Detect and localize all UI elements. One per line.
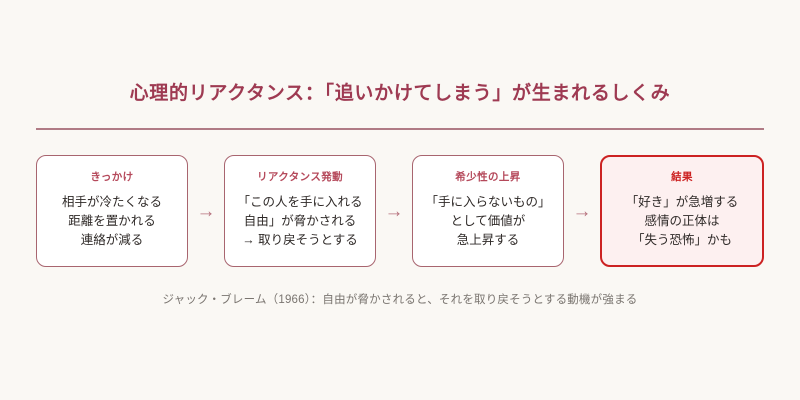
flow-step-line: 「手に入らないもの」 [425, 194, 551, 209]
flow-step-header: リアクタンス発動 [256, 171, 344, 184]
page-title: 心理的リアクタンス：「追いかけてしまう」が生まれるしくみ [129, 83, 671, 104]
arrow-right-icon: → [572, 200, 592, 222]
flow-step-line: 相手が冷たくなる [61, 194, 162, 209]
flow-step-line: 自由」が脅かされる [243, 214, 357, 229]
footnote: ジャック・ブレーム（1966）：自由が脅かされると、それを取り戻そうとする動機が… [162, 294, 638, 306]
flow-step-card: 結果「好き」が急増する感情の正体は「失う恐怖」かも [600, 155, 764, 267]
title-block: 心理的リアクタンス：「追いかけてしまう」が生まれるしくみ [36, 82, 764, 107]
arrow-right-icon: → [196, 200, 216, 222]
flow-step-line: として価値が [450, 214, 526, 229]
title-divider [36, 128, 764, 130]
flow-step-card: きっかけ相手が冷たくなる距離を置かれる連絡が減る [36, 155, 188, 267]
flow-step-body: 「この人を手に入れる自由」が脅かされる → 取り戻そうとする [237, 193, 362, 251]
flow-step-line: 連絡が減る [80, 233, 144, 248]
flow-step-body: 相手が冷たくなる距離を置かれる連絡が減る [62, 193, 162, 251]
flow-step-header: きっかけ [90, 171, 134, 184]
flow-step-line: 「失う恐怖」かも [631, 233, 732, 248]
flow-step-line: 感情の正体は [644, 214, 720, 229]
flow-step-card: リアクタンス発動「この人を手に入れる自由」が脅かされる → 取り戻そうとする [224, 155, 376, 267]
flow-step-body: 「手に入らないもの」として価値が急上昇する [425, 193, 550, 251]
flow-step-header: 希少性の上昇 [455, 171, 521, 184]
flow-step-header: 結果 [671, 171, 693, 184]
flow-step-line: 「この人を手に入れる [237, 194, 363, 209]
flow-step-line: → 取り戻そうとする [242, 233, 358, 248]
flow-step-line: 「好き」が急増する [625, 194, 739, 209]
arrow-right-icon: → [384, 200, 404, 222]
flow-step-line: 距離を置かれる [68, 214, 156, 229]
flow-step-body: 「好き」が急増する感情の正体は「失う恐怖」かも [626, 193, 739, 251]
flow-step-line: 急上昇する [456, 233, 520, 248]
flow-step-card: 希少性の上昇「手に入らないもの」として価値が急上昇する [412, 155, 564, 267]
flow-diagram: きっかけ相手が冷たくなる距離を置かれる連絡が減る → リアクタンス発動「この人を手に… [36, 155, 764, 267]
